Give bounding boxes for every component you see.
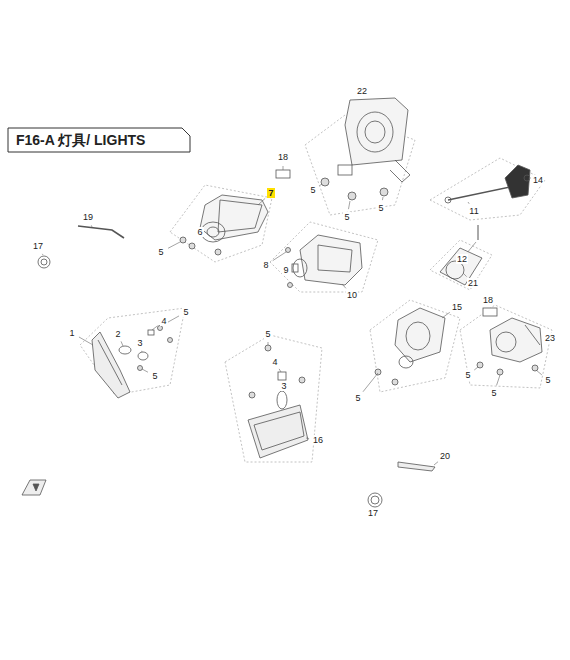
- callout-number: 19: [82, 212, 94, 222]
- leader-line: [363, 373, 378, 392]
- callout-number: 6: [196, 227, 203, 237]
- leader-line: [382, 197, 384, 200]
- leader-line: [273, 252, 286, 261]
- callout-number: 5: [490, 388, 497, 398]
- callout-number: 10: [346, 290, 358, 300]
- callout-number: 22: [356, 86, 368, 96]
- callout-number: 3: [136, 338, 143, 348]
- callout-number: 4: [271, 357, 278, 367]
- leader-line: [152, 326, 158, 330]
- leader-line: [468, 202, 469, 204]
- callout-number: 9: [282, 265, 289, 275]
- leader-line: [468, 242, 476, 252]
- callout-number: 5: [264, 329, 271, 339]
- callout-number: 5: [309, 185, 316, 195]
- callout-number: 16: [312, 435, 324, 445]
- callout-number: 7: [267, 188, 274, 198]
- leader-line: [463, 273, 467, 277]
- callout-number: 2: [114, 329, 121, 339]
- callout-number: 5: [343, 212, 350, 222]
- leader-line: [306, 438, 309, 440]
- leader-line: [121, 341, 123, 346]
- leader-line: [442, 312, 450, 318]
- callout-number: 17: [367, 508, 379, 518]
- leader-line: [91, 225, 93, 227]
- leader-line: [42, 254, 44, 255]
- callout-number: 12: [456, 254, 468, 264]
- leader-line: [279, 369, 281, 372]
- callout-number: 23: [544, 333, 556, 343]
- callout-number: 18: [482, 295, 494, 305]
- callout-number: 5: [377, 203, 384, 213]
- callout-number: 20: [439, 451, 451, 461]
- callout-number: 21: [467, 278, 479, 288]
- leader-line: [161, 316, 179, 326]
- callout-number: 18: [277, 152, 289, 162]
- callout-number: 1: [68, 328, 75, 338]
- leader-line: [142, 369, 148, 372]
- leader-line: [536, 370, 542, 375]
- leader-line: [268, 342, 269, 345]
- callout-number: 5: [151, 371, 158, 381]
- callout-number: 5: [464, 370, 471, 380]
- leader-line: [141, 351, 142, 352]
- leader-line: [79, 337, 93, 345]
- callout-number: 15: [451, 302, 463, 312]
- leader-line: [348, 201, 350, 209]
- leader-line: [283, 166, 284, 170]
- leader-line: [434, 462, 438, 465]
- callout-number: 8: [262, 260, 269, 270]
- callout-number: 5: [544, 375, 551, 385]
- leader-line: [342, 284, 346, 288]
- leader-line: [168, 242, 180, 248]
- leader-line: [497, 375, 500, 385]
- leader-line: [258, 198, 265, 205]
- callout-number: 5: [157, 247, 164, 257]
- callout-number: 5: [354, 393, 361, 403]
- leader-line: [320, 184, 322, 186]
- callout-number: 5: [182, 307, 189, 317]
- callout-number: 17: [32, 241, 44, 251]
- callout-number: 3: [280, 381, 287, 391]
- page-title: F16-A 灯具/ LIGHTS: [16, 132, 145, 150]
- callout-number: 4: [160, 316, 167, 326]
- callout-number: 14: [532, 175, 544, 185]
- leader-line: [474, 367, 478, 370]
- callout-number: 11: [468, 206, 479, 216]
